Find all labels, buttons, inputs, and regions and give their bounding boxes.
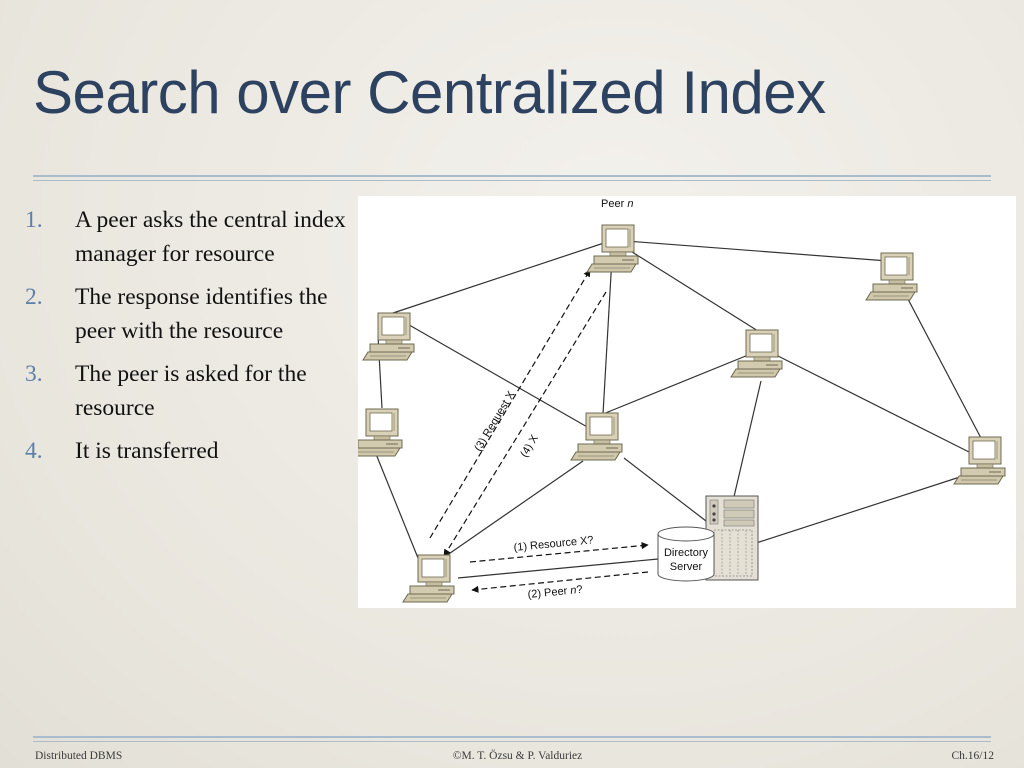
list-item: 3. The peer is asked for the resource (25, 357, 355, 425)
message-4-label: (4) X (518, 432, 541, 459)
message-1-label: (1) Resource X? (513, 534, 594, 554)
network-links (375, 239, 983, 579)
slide-title: Search over Centralized Index (33, 59, 826, 126)
peer-computer-icon (358, 408, 403, 457)
server-label-line-2: Server (670, 561, 703, 573)
peer-computer-icon (362, 312, 415, 361)
header-divider-thin (33, 180, 991, 181)
header-divider (33, 175, 991, 177)
list-text: The response identifies the peer with th… (75, 284, 328, 344)
peer-n-label: Peer n (601, 198, 633, 210)
list-text: The peer is asked for the resource (75, 361, 307, 421)
list-text: It is transferred (75, 438, 219, 464)
peer-n-computer-icon (586, 224, 639, 273)
list-number: 1. (25, 207, 43, 233)
list-number: 3. (25, 361, 43, 387)
list-item: 2. The response identifies the peer with … (25, 280, 355, 348)
list-number: 4. (25, 438, 43, 464)
network-diagram: Peer n Directory Server (1) Resource X? … (358, 196, 1016, 608)
footer-divider-thin (33, 741, 991, 742)
message-3-label: (3) Request X (472, 389, 518, 454)
footer-copyright: ©M. T. Özsu & P. Valduriez (452, 750, 583, 762)
list-item: 4. It is transferred (25, 434, 355, 468)
footer-divider (33, 736, 991, 738)
peer-computer-icon (953, 436, 1006, 485)
requesting-peer-computer-icon (402, 554, 455, 603)
list-number: 2. (25, 284, 43, 310)
steps-list: 1. A peer asks the central index manager … (25, 203, 355, 477)
peer-computer-icon (570, 412, 623, 461)
footer-page-number: Ch.16/12 (951, 750, 995, 762)
list-item: 1. A peer asks the central index manager … (25, 203, 355, 271)
message-arrows (429, 269, 649, 593)
peer-computer-icon (730, 329, 783, 378)
footer-course: Distributed DBMS (35, 750, 123, 762)
database-icon (657, 526, 715, 582)
network-diagram-svg: Peer n Directory Server (1) Resource X? … (358, 198, 1006, 603)
message-2-label: (2) Peer n? (527, 584, 583, 601)
server-label-line-1: Directory (664, 547, 709, 559)
list-text: A peer asks the central index manager fo… (75, 207, 346, 267)
